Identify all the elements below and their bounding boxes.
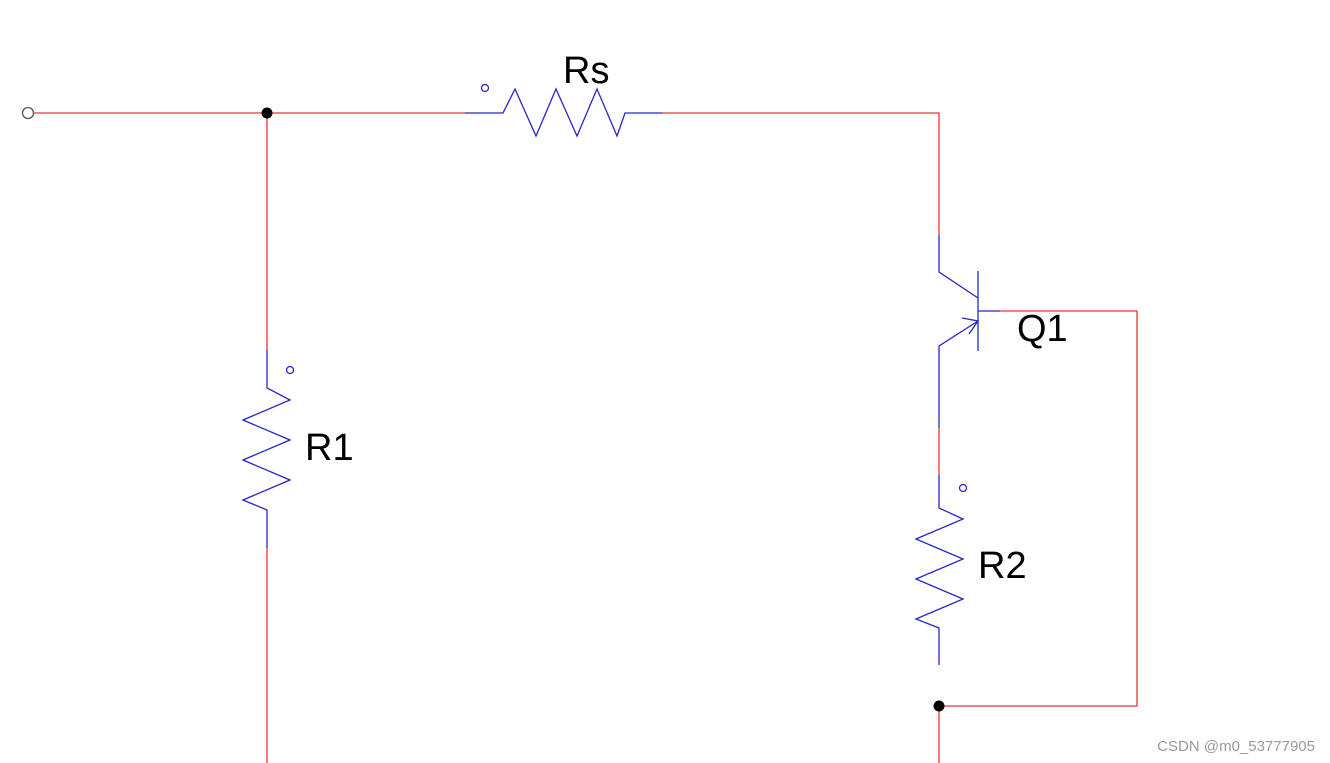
rs-zigzag — [465, 87, 662, 138]
wire-base-loop — [939, 310, 1138, 707]
r2-zigzag — [914, 475, 965, 665]
components — [241, 83, 1000, 665]
q1-collector-lead — [938, 235, 979, 299]
wire-rs-to-collector — [662, 112, 940, 235]
r1-label: R1 — [305, 427, 354, 469]
r1-pin-marker — [285, 365, 295, 375]
q1-emitter-arrow-icon — [961, 317, 980, 335]
rs-label: Rs — [563, 50, 609, 92]
r2-label: R2 — [978, 545, 1027, 587]
input-terminal[interactable] — [21, 106, 35, 120]
junction-bottom-right — [933, 700, 945, 712]
transistor-q1 — [938, 235, 1000, 428]
r1-zigzag — [241, 350, 292, 548]
junction-top-left — [261, 107, 273, 119]
q1-emitter-lead — [938, 320, 979, 428]
wires — [33, 112, 1138, 763]
resistor-rs — [465, 83, 662, 138]
resistor-r1 — [241, 350, 295, 548]
watermark: CSDN @m0_53777905 — [1157, 738, 1315, 755]
r2-pin-marker — [958, 483, 968, 493]
rs-pin-marker — [480, 83, 490, 93]
resistor-r2 — [914, 475, 968, 665]
q1-label: Q1 — [1017, 308, 1068, 350]
